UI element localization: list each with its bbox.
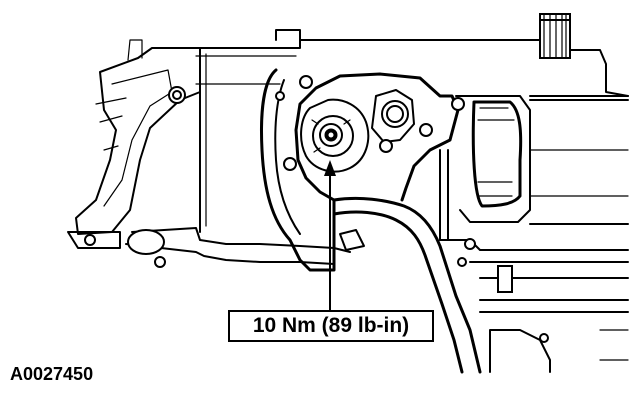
lower-right-housing: [439, 238, 629, 373]
torque-bolt: [300, 98, 370, 173]
fluid-tube: [332, 196, 482, 374]
figure-id: A0027450: [10, 364, 94, 384]
valve-body: [260, 68, 465, 272]
callout-leader: [324, 160, 336, 310]
left-housing: [75, 39, 201, 235]
torque-callout-label: 10 Nm (89 lb-in): [228, 310, 434, 342]
right-housing: [439, 95, 629, 241]
output-shaft: [539, 13, 571, 59]
lower-linkage: [67, 227, 351, 268]
